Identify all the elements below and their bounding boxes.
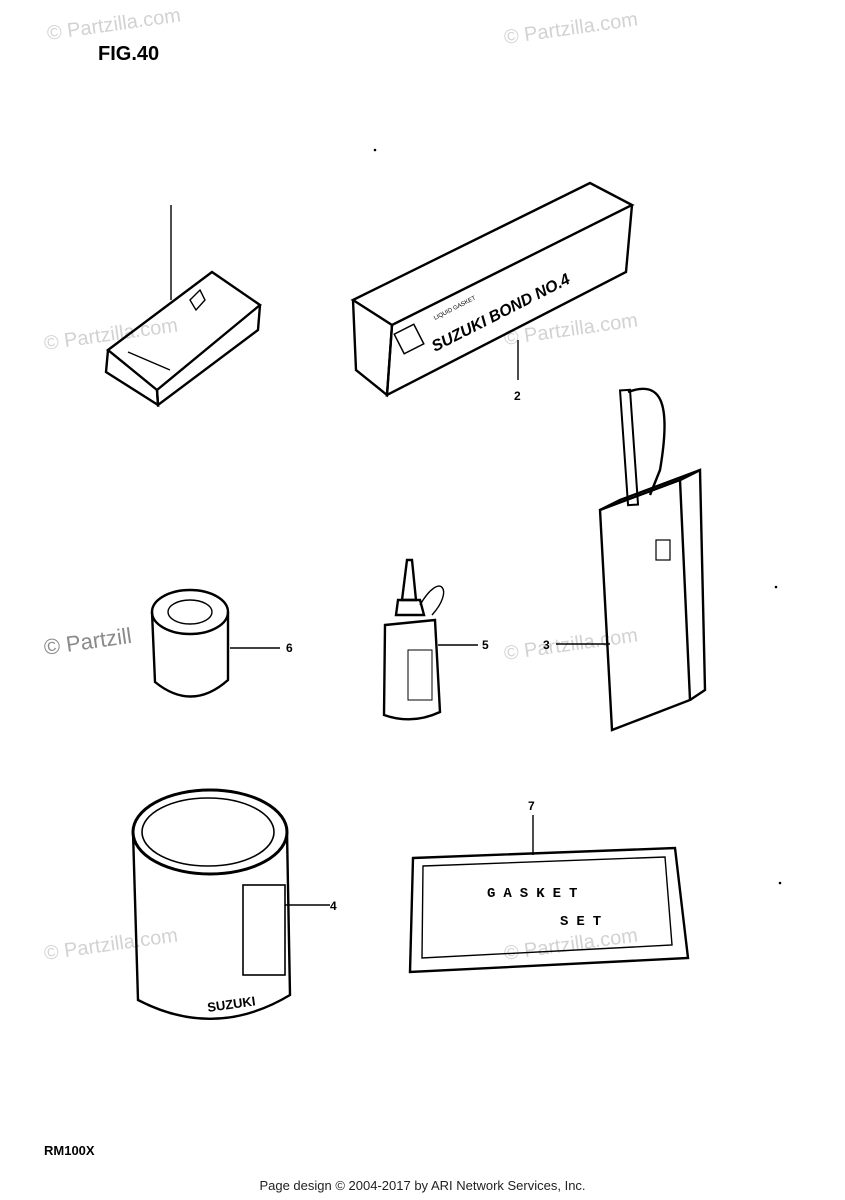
can-label-panel [242,884,286,976]
suzuki-logo-icon [393,323,425,355]
bond-top-label: LIQUID GASKET [433,295,477,321]
stray-dot [774,585,778,589]
box-top [350,181,635,327]
can-emblem-icon [655,539,671,561]
callout-6: 6 [286,641,293,655]
bottle-cap [394,598,426,617]
model-label: RM100X [44,1143,95,1158]
can-body [150,611,230,698]
gasket-envelope-inner [421,856,673,959]
box-front [385,204,634,398]
part-6-small-can[interactable]: 6 [150,588,293,698]
part-1-sealant-box[interactable] [104,205,262,408]
can-rim [131,788,289,876]
can-rim-inner [141,797,275,867]
box-side [104,349,160,408]
stray-dot [373,148,377,152]
box-end [351,299,394,398]
callout-2: 2 [514,389,521,403]
stray-dot [778,881,782,885]
box-print [127,351,171,371]
can-lid [150,588,230,636]
callout-5: 5 [482,638,489,652]
bottle-label [407,649,433,701]
box-front [155,304,262,408]
callout-3: 3 [543,638,550,652]
watermark: © Partzilla.com [503,924,640,965]
gasket-label-line1: GASKET [487,886,585,902]
callout-7: 7 [528,799,535,813]
watermark: © Partzill [42,623,133,660]
footer-copyright: Page design © 2004-2017 by ARI Network S… [259,1178,586,1193]
bottle-nozzle [400,558,418,602]
can-front [598,478,692,732]
spout-cap-strap [627,387,666,496]
figure-label: FIG.40 [98,43,159,65]
bottle-body [382,618,442,721]
spout [618,388,640,507]
can-body [131,831,292,1021]
part-3-oil-can[interactable]: 3 [543,387,707,732]
part-7-gasket-set[interactable]: 7 GASKET SET [408,799,690,974]
watermark: © Partzilla.com [503,8,640,49]
part-5-lube-bottle[interactable]: 5 [382,558,489,721]
watermark: © Partzilla.com [43,924,180,965]
part-2-bond-box[interactable]: SUZUKI BOND NO.4 LIQUID GASKET 2 [350,181,635,403]
suzuki-logo-icon [189,288,206,312]
gasket-envelope [408,846,690,974]
watermark: © Partzilla.com [46,4,183,45]
can-side [679,468,707,701]
can-lid-inner [167,599,213,625]
part-4-grease-can[interactable]: SUZUKI 4 [131,788,337,1021]
grease-brand-label: SUZUKI [206,993,256,1015]
bottle-tether [419,585,445,616]
watermark: © Partzilla.com [503,309,640,350]
watermarks: © Partzilla.com © Partzilla.com © Partzi… [42,4,639,965]
callout-4: 4 [330,899,337,913]
gasket-label-line2: SET [560,914,609,930]
